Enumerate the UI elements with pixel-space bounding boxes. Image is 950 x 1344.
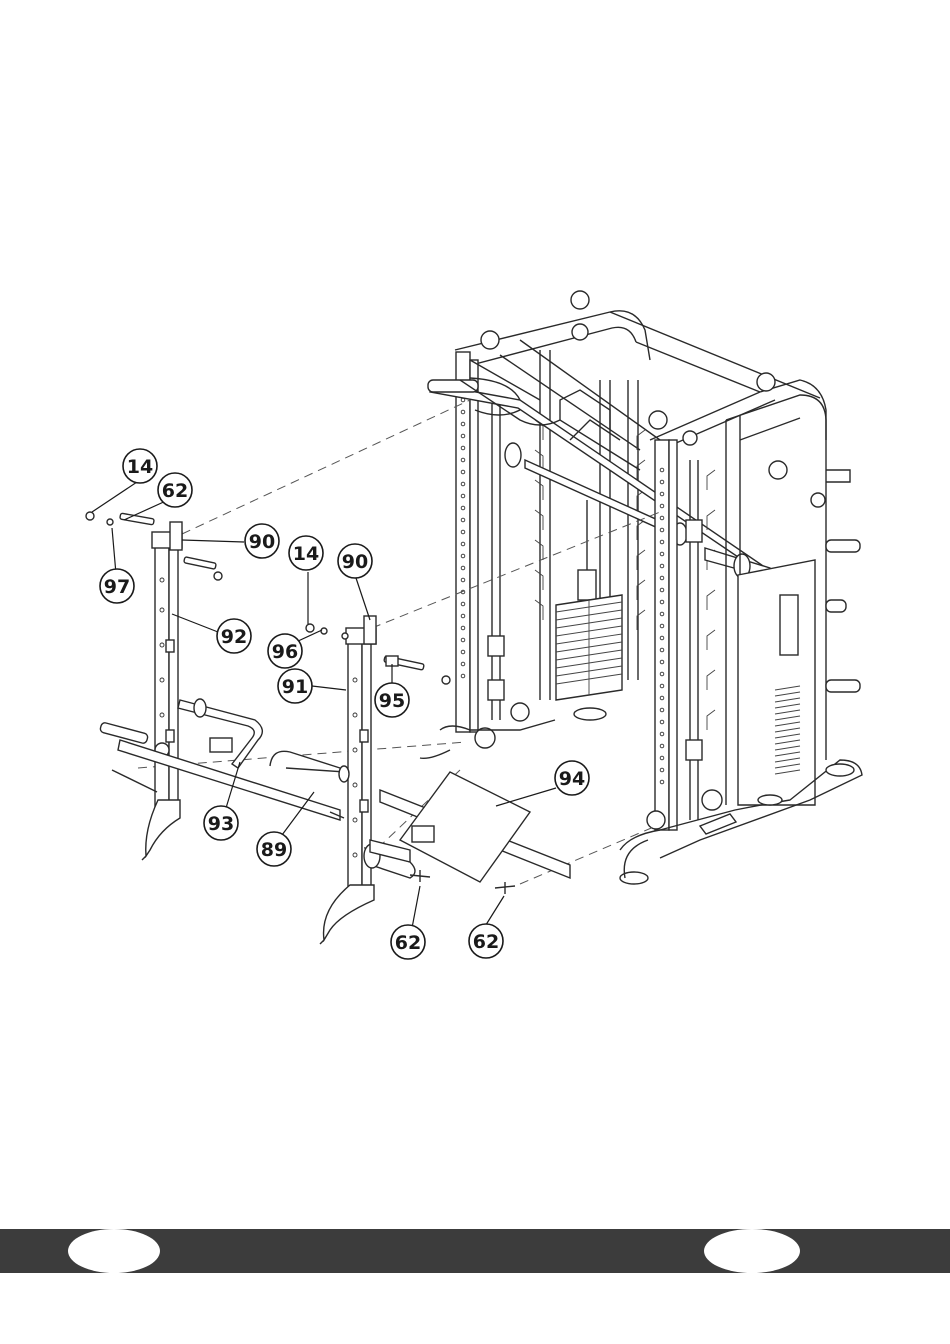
callout-91: 91	[278, 669, 312, 703]
callout-label: 94	[559, 768, 585, 790]
callout-14-top-left: 14	[123, 449, 157, 483]
crossbar-93	[178, 700, 262, 768]
callout-62-bottom-right: 62	[469, 924, 503, 958]
callout-label: 62	[473, 931, 499, 953]
callout-label: 96	[272, 641, 298, 663]
callout-label: 62	[162, 480, 188, 502]
callout-label: 90	[249, 531, 275, 553]
callout-97: 97	[100, 569, 134, 603]
callout-89: 89	[257, 832, 291, 866]
callout-95: 95	[375, 683, 409, 717]
callout-label: 93	[208, 813, 234, 835]
callout-label: 14	[293, 543, 319, 565]
callout-label: 92	[221, 626, 247, 648]
callout-94: 94	[555, 761, 589, 795]
page-number-left	[68, 1229, 160, 1273]
callout-62-top-left: 62	[158, 473, 192, 507]
callout-92: 92	[217, 619, 251, 653]
callout-label: 97	[104, 576, 130, 598]
callout-label: 14	[127, 456, 153, 478]
callout-label: 90	[342, 551, 368, 573]
weight-stack	[556, 500, 622, 720]
callout-90-right: 90	[338, 544, 372, 578]
callout-90-left: 90	[245, 524, 279, 558]
callout-label: 89	[261, 839, 287, 861]
callout-62-bottom-left: 62	[391, 925, 425, 959]
page-number-right	[704, 1229, 800, 1273]
callout-93: 93	[204, 806, 238, 840]
hardware-right	[306, 624, 450, 684]
callout-14-right: 14	[289, 536, 323, 570]
callout-label: 91	[282, 676, 308, 698]
callout-96: 96	[268, 634, 302, 668]
callout-label: 62	[395, 932, 421, 954]
callout-label: 95	[379, 690, 405, 712]
